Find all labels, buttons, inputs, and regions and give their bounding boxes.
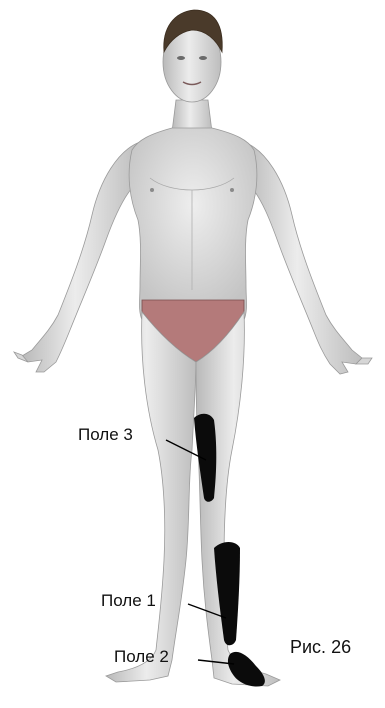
human-figure-icon bbox=[14, 10, 372, 686]
right-nipple bbox=[230, 188, 234, 192]
label-field-1: Поле 1 bbox=[101, 592, 156, 609]
figure-caption: Рис. 26 bbox=[290, 638, 351, 656]
right-arm bbox=[244, 142, 362, 374]
neck bbox=[172, 100, 212, 132]
left-eye bbox=[177, 56, 185, 60]
left-leg bbox=[106, 312, 196, 682]
right-eye bbox=[199, 56, 207, 60]
label-field-3: Поле 3 bbox=[78, 426, 133, 443]
left-nipple bbox=[150, 188, 154, 192]
torso bbox=[129, 128, 257, 320]
label-field-2: Поле 2 bbox=[114, 648, 169, 665]
left-arm bbox=[22, 142, 140, 372]
electrode-field-3 bbox=[194, 414, 216, 502]
